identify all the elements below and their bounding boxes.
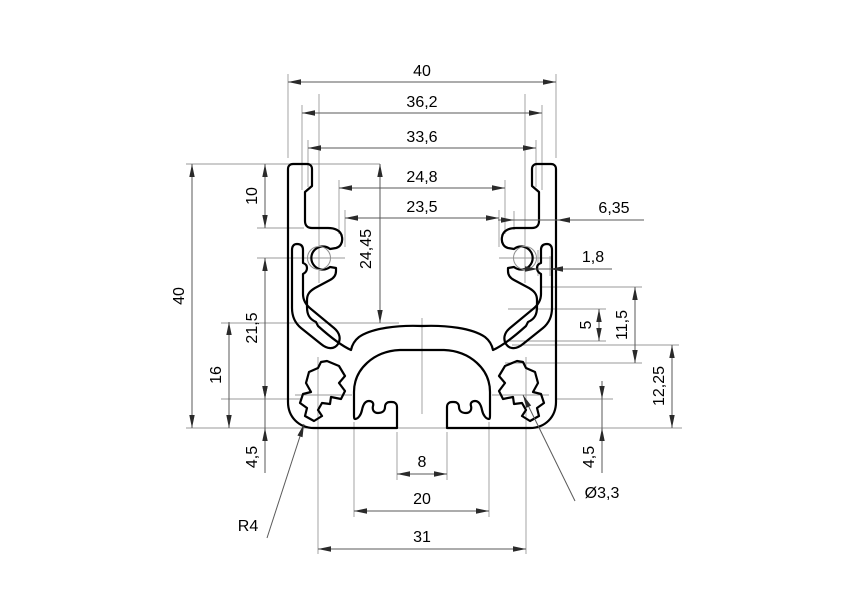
dim-20-arrow-right — [476, 508, 489, 514]
dim-31-arrow-right — [513, 546, 526, 552]
dim-36-2: 36,2 — [302, 94, 542, 116]
dim-36-2-arrow-left — [302, 110, 315, 116]
dim-8-arrow-left — [397, 471, 410, 477]
dim-4-5-right-arrow-bottom — [599, 428, 605, 441]
dim-10-label: 10 — [244, 187, 261, 205]
dim-24-8: 24,8 — [339, 169, 505, 191]
dim-21-5-label: 21,5 — [244, 312, 261, 343]
dim-16-arrow-top — [226, 322, 232, 335]
label-dia-3-3-label: Ø3,3 — [585, 485, 620, 502]
dim-11-5-arrow-top — [632, 287, 638, 300]
dim-11-5-arrow-bottom — [632, 350, 638, 363]
dim-20: 20 — [354, 491, 489, 514]
label-r4-line — [266, 423, 305, 539]
dim-24-8-arrow-right — [492, 185, 505, 191]
label-dia-3-3: Ø3,3 — [522, 394, 620, 502]
dim-10-arrow-bottom — [262, 215, 268, 228]
dim-6-35-arrow-right — [557, 217, 570, 223]
dim-16: 16 — [208, 322, 232, 428]
dim-12-25-arrow-bottom — [669, 415, 675, 428]
dim-8-arrow-right — [434, 471, 447, 477]
label-r4-arrow — [297, 424, 304, 438]
dim-24-45-label: 24,45 — [358, 229, 375, 269]
dim-23-5-arrow-right — [486, 215, 499, 221]
dim-5: 5 — [578, 309, 602, 341]
dim-36-2-label: 36,2 — [406, 94, 437, 111]
dim-width-40: 40 — [288, 63, 556, 85]
dim-1-8-arrow-right — [550, 266, 563, 272]
dim-11-5: 11,5 — [614, 287, 638, 363]
dim-height-40-label: 40 — [171, 287, 188, 305]
dim-31: 31 — [318, 529, 526, 552]
extension-lines — [186, 74, 682, 554]
dim-31-label: 31 — [413, 529, 431, 546]
dim-height-40-arrow-bottom — [189, 415, 195, 428]
dim-1-8: 1,8 — [524, 249, 612, 272]
dim-height-40: 40 — [171, 164, 195, 428]
dim-24-45-arrow-top — [377, 164, 383, 177]
dim-4-5-left-label: 4,5 — [244, 446, 261, 468]
dim-21-5: 21,5 — [244, 258, 268, 399]
dim-36-2-arrow-right — [529, 110, 542, 116]
dim-24-45-arrow-bottom — [377, 310, 383, 323]
profile-right-half — [420, 162, 558, 430]
dim-6-35-label: 6,35 — [598, 200, 629, 217]
dim-24-45: 24,45 — [358, 164, 383, 323]
profile-left-half — [286, 162, 424, 430]
profile-screw-channel-circle — [307, 246, 331, 270]
dim-6-35: 6,35 — [498, 200, 644, 223]
dim-width-40-arrow-right — [543, 79, 556, 85]
dim-6-35-arrow-left — [501, 217, 514, 223]
dim-31-arrow-left — [318, 546, 331, 552]
dim-10-arrow-top — [262, 164, 268, 177]
dim-4-5-left-arrow-bottom — [262, 428, 268, 441]
dimensions: 40 36,2 33,6 24,8 23,5 6,35 1,8 40 10 21,5 16 4,5 24… — [171, 63, 675, 552]
dim-20-arrow-left — [354, 508, 367, 514]
dim-1-8-arrow-left — [525, 266, 538, 272]
dim-23-5-label: 23,5 — [406, 199, 437, 216]
dim-10: 10 — [244, 164, 268, 228]
dim-21-5-arrow-top — [262, 258, 268, 271]
dim-5-label: 5 — [578, 320, 595, 329]
dim-1-8-label: 1,8 — [582, 249, 604, 266]
dim-4-5-right: 4,5 — [581, 381, 605, 473]
dim-8-label: 8 — [418, 454, 427, 471]
dim-33-6-arrow-right — [523, 145, 536, 151]
profile-outline-half — [286, 162, 424, 430]
dim-23-5-arrow-left — [345, 215, 358, 221]
profile-screw-hole — [298, 359, 347, 423]
dim-4-5-right-arrow-top — [599, 386, 605, 399]
dim-12-25-label: 12,25 — [651, 366, 668, 406]
dim-5-arrow-bottom — [596, 328, 602, 341]
dim-4-5-right-label: 4,5 — [581, 446, 598, 468]
dim-33-6: 33,6 — [308, 129, 536, 151]
label-r4: R4 — [238, 423, 305, 539]
profile-side-cavity — [290, 242, 341, 350]
dim-20-label: 20 — [413, 491, 431, 508]
dim-width-40-label: 40 — [413, 63, 431, 80]
dim-width-40-arrow-left — [288, 79, 301, 85]
dim-12-25-arrow-top — [669, 345, 675, 358]
dim-12-25: 12,25 — [651, 345, 675, 428]
dim-4-5-left-arrow-top — [262, 386, 268, 399]
dim-8: 8 — [397, 454, 447, 477]
dim-5-arrow-top — [596, 309, 602, 322]
dim-11-5-label: 11,5 — [614, 310, 631, 340]
label-r4-label: R4 — [238, 518, 259, 535]
label-dia-3-3-line — [522, 394, 576, 502]
dim-33-6-label: 33,6 — [406, 129, 437, 146]
dim-24-8-label: 24,8 — [406, 169, 437, 186]
dim-height-40-arrow-top — [189, 164, 195, 177]
dim-23-5: 23,5 — [345, 199, 499, 221]
dim-24-8-arrow-left — [339, 185, 352, 191]
dim-16-label: 16 — [208, 366, 225, 384]
label-dia-3-3-arrow — [523, 395, 532, 408]
dim-4-5-left: 4,5 — [244, 381, 268, 473]
dim-33-6-arrow-left — [308, 145, 321, 151]
dim-16-arrow-bottom — [226, 415, 232, 428]
